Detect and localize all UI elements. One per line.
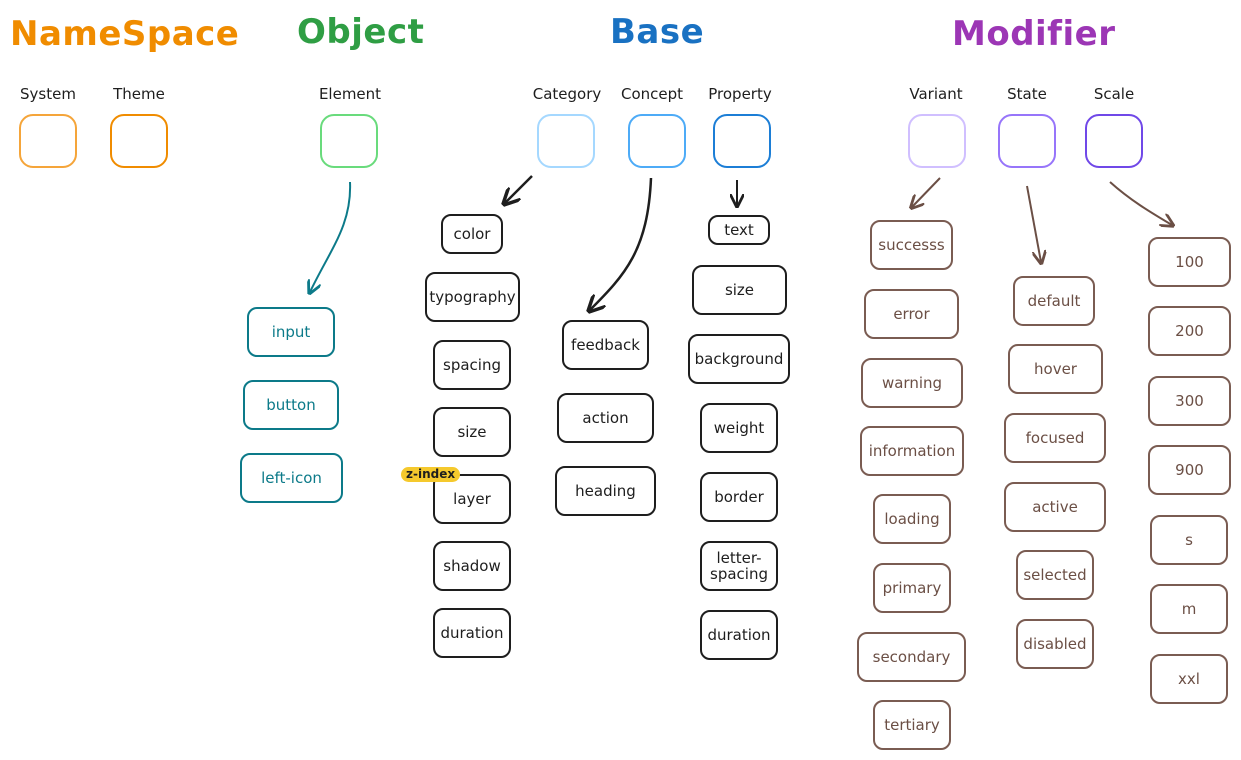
- category-item-layer: layer: [433, 474, 511, 524]
- slot-theme: [110, 114, 168, 168]
- state-item-focused: focused: [1004, 413, 1106, 463]
- slot-system: [19, 114, 77, 168]
- slot-concept: [628, 114, 686, 168]
- slot-category: [537, 114, 595, 168]
- property-item-weight: weight: [700, 403, 778, 453]
- label-scale: Scale: [1093, 85, 1135, 103]
- property-item-duration: duration: [700, 610, 778, 660]
- scale-item-900: 900: [1148, 445, 1231, 495]
- heading-modifier: Modifier: [952, 14, 1116, 54]
- scale-item-s: s: [1150, 515, 1228, 565]
- label-system: System: [20, 85, 76, 103]
- property-item-text: text: [708, 215, 770, 245]
- variant-item-error: error: [864, 289, 959, 339]
- label-concept: Concept: [620, 85, 684, 103]
- scale-item-200: 200: [1148, 306, 1231, 356]
- category-item-color: color: [441, 214, 503, 254]
- property-item-letter-spacing: letter-spacing: [700, 541, 778, 591]
- scale-item-300: 300: [1148, 376, 1231, 426]
- category-item-size: size: [433, 407, 511, 457]
- label-theme: Theme: [113, 85, 165, 103]
- state-item-disabled: disabled: [1016, 619, 1094, 669]
- label-category: Category: [532, 85, 602, 103]
- arrow-category-to-items: [505, 175, 533, 203]
- arrow-state-to-items: [1026, 185, 1041, 262]
- label-variant: Variant: [909, 85, 963, 103]
- slot-property: [713, 114, 771, 168]
- state-item-active: active: [1004, 482, 1106, 532]
- category-item-spacing: spacing: [433, 340, 511, 390]
- label-element: Element: [318, 85, 382, 103]
- concept-item-action: action: [557, 393, 654, 443]
- element-item-button: button: [243, 380, 339, 430]
- variant-item-successs: successs: [870, 220, 953, 270]
- label-state: State: [1007, 85, 1047, 103]
- label-property: Property: [708, 85, 772, 103]
- concept-item-heading: heading: [555, 466, 656, 516]
- heading-object: Object: [297, 12, 425, 52]
- slot-scale: [1085, 114, 1143, 168]
- property-item-border: border: [700, 472, 778, 522]
- variant-item-primary: primary: [873, 563, 951, 613]
- category-item-typography: typography: [425, 272, 520, 322]
- scale-item-xxl: xxl: [1150, 654, 1228, 704]
- state-item-hover: hover: [1008, 344, 1103, 394]
- state-item-default: default: [1013, 276, 1095, 326]
- category-item-shadow: shadow: [433, 541, 511, 591]
- concept-item-feedback: feedback: [562, 320, 649, 370]
- element-item-input: input: [247, 307, 335, 357]
- state-item-selected: selected: [1016, 550, 1094, 600]
- arrow-concept-to-feedback: [590, 177, 653, 310]
- slot-variant: [908, 114, 966, 168]
- variant-item-secondary: secondary: [857, 632, 966, 682]
- property-item-background: background: [688, 334, 790, 384]
- category-item-duration: duration: [433, 608, 511, 658]
- arrow-scale-to-items: [1109, 181, 1172, 225]
- slot-state: [998, 114, 1056, 168]
- variant-item-tertiary: tertiary: [873, 700, 951, 750]
- variant-item-information: information: [860, 426, 964, 476]
- arrow-variant-to-items: [912, 177, 941, 207]
- property-item-size: size: [692, 265, 787, 315]
- arrow-element-to-input: [310, 181, 352, 292]
- z-index-tag: z-index: [401, 467, 461, 482]
- heading-namespace: NameSpace: [10, 14, 240, 54]
- element-item-left-icon: left-icon: [240, 453, 343, 503]
- scale-item-m: m: [1150, 584, 1228, 634]
- heading-base: Base: [610, 12, 705, 52]
- slot-element: [320, 114, 378, 168]
- variant-item-loading: loading: [873, 494, 951, 544]
- variant-item-warning: warning: [861, 358, 963, 408]
- scale-item-100: 100: [1148, 237, 1231, 287]
